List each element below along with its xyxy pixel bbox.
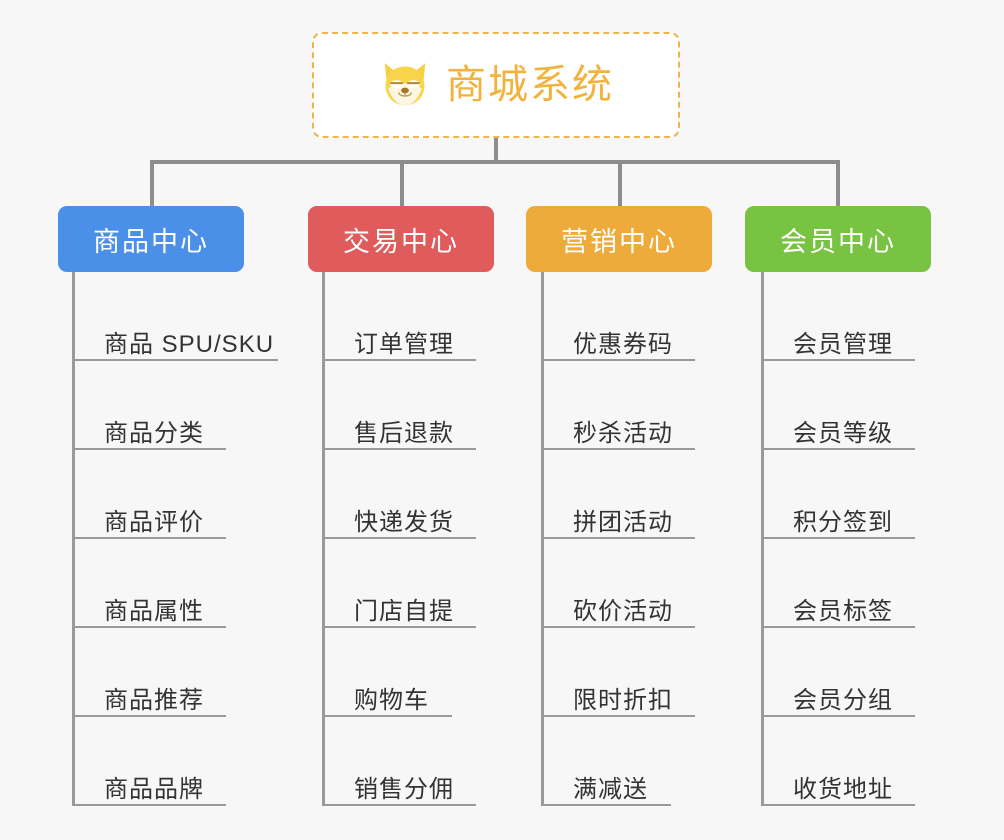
leaf-item[interactable]: 商品分类 bbox=[72, 361, 226, 450]
leaf-item[interactable]: 会员管理 bbox=[761, 272, 915, 361]
connector-bus bbox=[150, 160, 840, 164]
shiba-dog-icon bbox=[384, 63, 426, 106]
leaf-label: 销售分佣 bbox=[354, 776, 454, 804]
leaf-label: 快递发货 bbox=[354, 509, 454, 537]
connector-drop-2 bbox=[400, 160, 404, 206]
leaf-item[interactable]: 商品评价 bbox=[72, 450, 226, 539]
leaf-item[interactable]: 商品属性 bbox=[72, 539, 226, 628]
leaf-item[interactable]: 会员标签 bbox=[761, 539, 915, 628]
leaf-label: 商品评价 bbox=[104, 509, 204, 537]
leaf-item[interactable]: 快递发货 bbox=[322, 450, 476, 539]
branch-header-label-3: 营销中心 bbox=[561, 226, 677, 257]
leaf-label: 商品分类 bbox=[104, 420, 204, 448]
connector-root-stub bbox=[494, 138, 498, 162]
leaf-label: 订单管理 bbox=[354, 331, 454, 359]
leaf-item[interactable]: 商品推荐 bbox=[72, 628, 226, 717]
leaf-item[interactable]: 限时折扣 bbox=[541, 628, 695, 717]
leaf-item[interactable]: 拼团活动 bbox=[541, 450, 695, 539]
leaf-label: 优惠券码 bbox=[573, 331, 673, 359]
leaf-item[interactable]: 会员等级 bbox=[761, 361, 915, 450]
branch-header-label-2: 交易中心 bbox=[343, 226, 459, 257]
leaf-item[interactable]: 秒杀活动 bbox=[541, 361, 695, 450]
branch-header-label-1: 商品中心 bbox=[93, 226, 209, 257]
leaf-label: 满减送 bbox=[573, 776, 648, 804]
leaf-item[interactable]: 积分签到 bbox=[761, 450, 915, 539]
leaf-label: 积分签到 bbox=[793, 509, 893, 537]
branch-header-1[interactable]: 商品中心 bbox=[58, 206, 244, 272]
leaf-label: 商品 SPU/SKU bbox=[104, 331, 275, 359]
connector-drop-4 bbox=[836, 160, 840, 206]
branch-spine-3 bbox=[541, 272, 544, 806]
branch-spine-4 bbox=[761, 272, 764, 806]
leaf-item[interactable]: 会员分组 bbox=[761, 628, 915, 717]
leaf-item[interactable]: 售后退款 bbox=[322, 361, 476, 450]
connector-drop-1 bbox=[150, 160, 154, 206]
leaf-item[interactable]: 商品 SPU/SKU bbox=[72, 272, 278, 361]
leaf-item[interactable]: 满减送 bbox=[541, 717, 671, 806]
root-title: 商城系统 bbox=[446, 63, 614, 107]
root-node[interactable]: 商城系统 bbox=[312, 32, 680, 138]
leaf-label: 会员管理 bbox=[793, 331, 893, 359]
branch-spine-2 bbox=[322, 272, 325, 806]
leaf-label: 限时折扣 bbox=[573, 687, 673, 715]
leaf-item[interactable]: 销售分佣 bbox=[322, 717, 476, 806]
leaf-label: 商品品牌 bbox=[104, 776, 204, 804]
leaf-label: 会员标签 bbox=[793, 598, 893, 626]
leaf-item[interactable]: 商品品牌 bbox=[72, 717, 226, 806]
leaf-label: 商品推荐 bbox=[104, 687, 204, 715]
branch-header-label-4: 会员中心 bbox=[780, 226, 896, 257]
leaf-label: 购物车 bbox=[354, 687, 429, 715]
leaf-item[interactable]: 优惠券码 bbox=[541, 272, 695, 361]
leaf-label: 秒杀活动 bbox=[573, 420, 673, 448]
leaf-label: 砍价活动 bbox=[573, 598, 673, 626]
branch-spine-1 bbox=[72, 272, 75, 806]
connector-drop-3 bbox=[618, 160, 622, 206]
branch-header-4[interactable]: 会员中心 bbox=[745, 206, 931, 272]
leaf-label: 拼团活动 bbox=[573, 509, 673, 537]
leaf-item[interactable]: 购物车 bbox=[322, 628, 452, 717]
leaf-item[interactable]: 订单管理 bbox=[322, 272, 476, 361]
leaf-item[interactable]: 收货地址 bbox=[761, 717, 915, 806]
branch-header-3[interactable]: 营销中心 bbox=[526, 206, 712, 272]
leaf-label: 会员分组 bbox=[793, 687, 893, 715]
leaf-label: 收货地址 bbox=[793, 776, 893, 804]
leaf-item[interactable]: 砍价活动 bbox=[541, 539, 695, 628]
leaf-label: 会员等级 bbox=[793, 420, 893, 448]
leaf-item[interactable]: 门店自提 bbox=[322, 539, 476, 628]
leaf-label: 门店自提 bbox=[354, 598, 454, 626]
branch-header-2[interactable]: 交易中心 bbox=[308, 206, 494, 272]
leaf-label: 商品属性 bbox=[104, 598, 204, 626]
leaf-label: 售后退款 bbox=[354, 420, 454, 448]
